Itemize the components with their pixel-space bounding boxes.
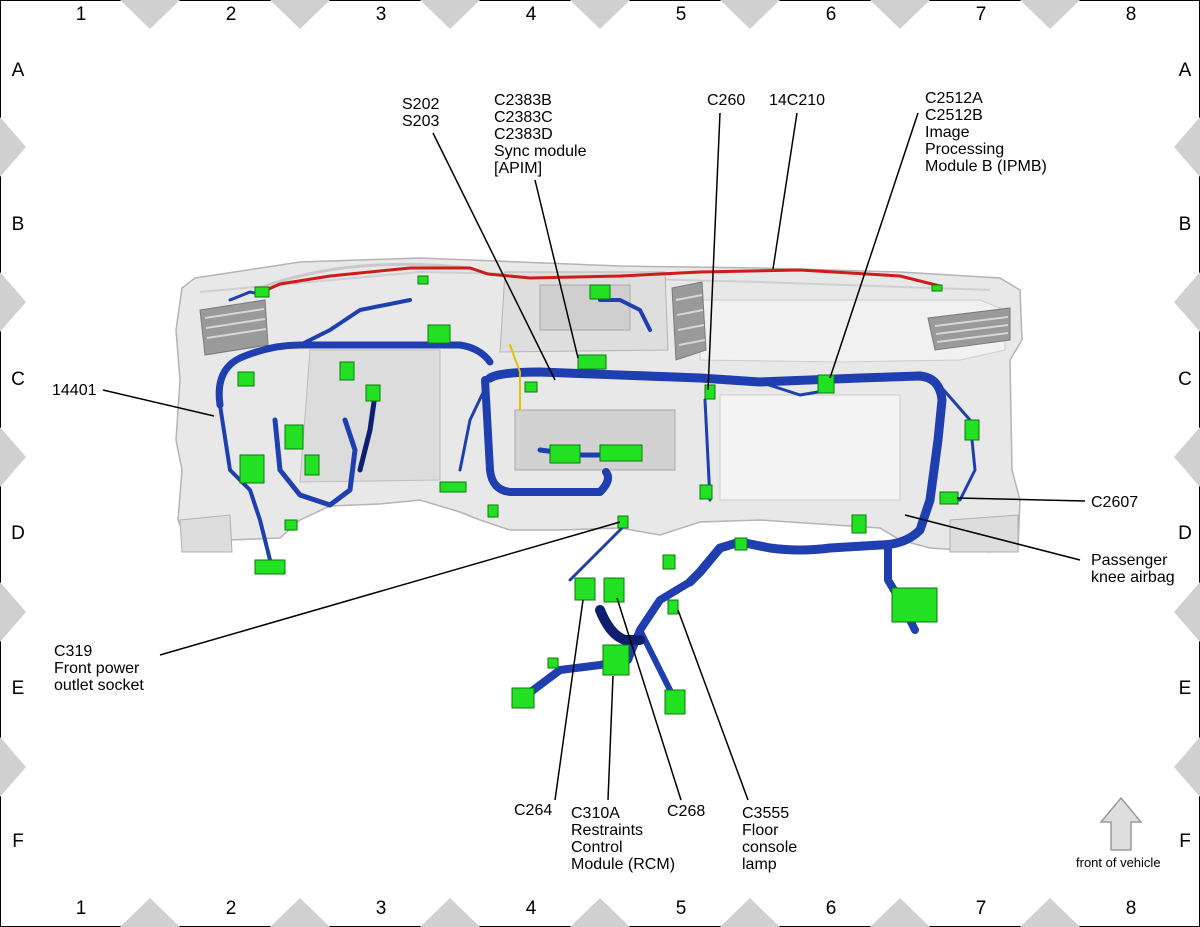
- grid-column-label: 7: [975, 898, 987, 919]
- grid-row-label: C: [1178, 369, 1192, 390]
- leader-c264: [554, 599, 584, 801]
- callout-c319: C319 Front power outlet socket: [54, 643, 144, 694]
- grid-row-label: C: [11, 369, 25, 390]
- grid-row-label: F: [1179, 831, 1191, 852]
- callout-c260: C260: [707, 92, 746, 109]
- grid-column-label: 4: [525, 898, 537, 919]
- callout-s202-s203: S202 S203: [402, 96, 440, 130]
- leader-14c210: [772, 112, 798, 270]
- grid-column-label: 6: [825, 4, 837, 25]
- grid-column-label: 5: [675, 898, 687, 919]
- callout-ipmb: C2512A C2512B Image Processing Module B …: [925, 90, 1047, 175]
- grid-column-label: 7: [975, 4, 987, 25]
- vent-right: [927, 307, 1011, 351]
- leader-c319: [159, 521, 621, 656]
- leader-14401: [102, 389, 215, 417]
- grid-column-label: 8: [1125, 4, 1137, 25]
- grid-row-label: B: [11, 214, 25, 235]
- grid-row-label: A: [11, 60, 25, 81]
- grid-row-label: D: [11, 523, 25, 544]
- grid-row-label: F: [12, 831, 24, 852]
- leader-c3555: [677, 609, 749, 801]
- leader-c310a: [607, 675, 614, 801]
- grid-row-label: A: [1178, 60, 1192, 81]
- grid-column-label: 5: [675, 4, 687, 25]
- callout-sync-module: C2383B C2383C C2383D Sync module [APIM]: [494, 92, 587, 177]
- callout-rcm: C310A Restraints Control Module (RCM): [571, 805, 676, 873]
- leader-passenger-knee: [904, 514, 1081, 561]
- callout-14c210: 14C210: [769, 92, 826, 109]
- callout-14401: 14401: [52, 382, 97, 399]
- leader-c2607: [956, 497, 1086, 502]
- leader-c268: [616, 597, 682, 801]
- leader-c260: [707, 112, 721, 391]
- grid-column-label: 8: [1125, 898, 1137, 919]
- grid-row-label: B: [1178, 214, 1192, 235]
- callout-c268: C268: [667, 803, 706, 820]
- leader-c2383: [534, 179, 579, 359]
- arrow-up-icon: [1099, 796, 1143, 851]
- vent-left: [199, 299, 269, 356]
- grid-column-label: 1: [75, 898, 87, 919]
- grid-column-label: 2: [225, 4, 237, 25]
- callout-c264: C264: [514, 802, 553, 819]
- leader-s202: [432, 132, 556, 381]
- grid-column-label: 3: [375, 4, 387, 25]
- grid-column-label: 3: [375, 898, 387, 919]
- grid-column-label: 6: [825, 898, 837, 919]
- leader-c2512: [829, 112, 919, 379]
- grid-row-label: D: [1178, 523, 1192, 544]
- leader-lines: [102, 112, 1086, 801]
- vent-center: [671, 281, 707, 361]
- callout-floor-console-lamp: C3555 Floor console lamp: [742, 805, 798, 873]
- grid-column-label: 4: [525, 4, 537, 25]
- instrument-panel: [175, 257, 1023, 553]
- callout-c2607: C2607: [1091, 494, 1139, 511]
- grid-column-label: 2: [225, 898, 237, 919]
- red-wire: [261, 266, 941, 294]
- front-of-vehicle-label: front of vehicle: [1076, 855, 1161, 870]
- grid-column-label: 1: [75, 4, 87, 25]
- grid-row-label: E: [11, 678, 25, 699]
- grid-row-label: E: [1178, 678, 1192, 699]
- callout-passenger-knee-airbag: Passenger knee airbag: [1091, 552, 1175, 586]
